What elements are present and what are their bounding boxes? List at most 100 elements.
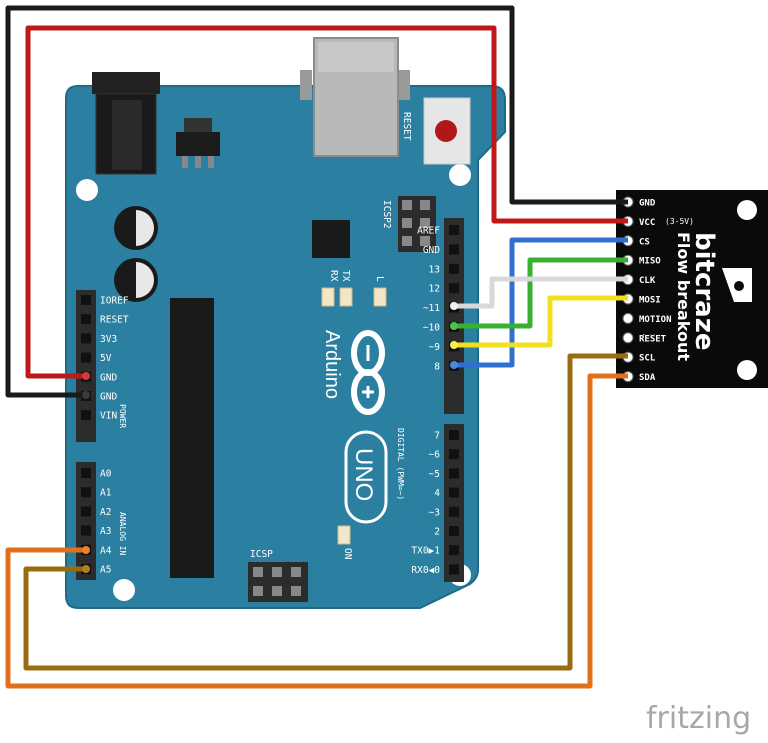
digital-lower-pin-4-label: ~3 [429, 507, 440, 518]
digital-lower-pin-7-pin [449, 564, 459, 575]
breakout-pin-6 [622, 312, 634, 324]
wire-vcc [25, 25, 628, 379]
breakout-pin-label-2: CS [639, 237, 650, 247]
digital-lower-pin-5-pin [449, 526, 459, 536]
breakout-pin-7 [622, 332, 634, 344]
digital-upper-pin-2-label: 13 [429, 264, 440, 275]
wire-cs [454, 237, 628, 368]
breakout-pin-label-9: SDA [639, 373, 656, 383]
breakout-pin-label-3: MISO [639, 257, 661, 267]
status-leds [321, 287, 387, 545]
analog-pin-0-pin [81, 468, 91, 478]
power-pin-6-label: VIN [100, 411, 117, 422]
digital-upper-pin-7-label: 8 [434, 361, 440, 372]
wire-mosi [454, 295, 628, 348]
bitcraze-logo-icon [722, 268, 752, 302]
reset-button[interactable] [423, 97, 471, 165]
usb-connector [300, 37, 410, 157]
uno-badge [344, 430, 388, 524]
analog-pin-0-label: A0 [100, 469, 112, 480]
wire-sda [5, 373, 628, 689]
digital-upper-pin-4-label: ~11 [423, 303, 440, 314]
digital-upper-pin-0-label: AREF [417, 226, 440, 237]
breakout-pin-label-7: RESET [639, 334, 667, 344]
analog-pin-2-label: A2 [100, 507, 111, 518]
wire-gnd [5, 5, 628, 398]
digital-label: DIGITAL (PWM=~) [396, 428, 405, 500]
arduino-name: Arduino [321, 330, 343, 399]
power-pin-3-pin [81, 352, 91, 363]
wire-scl [23, 353, 628, 671]
digital-lower-pin-1-pin [449, 449, 459, 460]
digital-upper-pin-6-label: ~9 [429, 342, 441, 353]
digital-upper-pin-0-pin [449, 225, 459, 235]
arduino-logo [351, 330, 385, 415]
analog-pin-4-label: A4 [100, 545, 112, 556]
power-pin-0-pin [81, 295, 91, 305]
digital-upper-pin-1-pin [449, 244, 459, 255]
digital-header-lower [444, 424, 464, 582]
digital-upper-pin-1-label: GND [423, 245, 440, 256]
breakout-pin-label-5: MOSI [639, 296, 661, 306]
power-pin-0-label: IOREF [100, 296, 129, 307]
l-label: L [374, 276, 385, 282]
analog-pin-5-label: A5 [100, 565, 111, 576]
digital-lower-pin-2-pin [449, 468, 459, 479]
analog-label: ANALOG IN [118, 512, 127, 556]
vcc-note: (3-5V) [665, 217, 694, 226]
on-label: ON [342, 548, 353, 560]
power-pin-3-label: 5V [100, 353, 112, 364]
capacitor-1 [114, 206, 158, 250]
icsp2-label: ICSP2 [381, 200, 392, 229]
breakout-brand: bitcraze [689, 232, 719, 351]
power-pin-4-label: GND [100, 372, 117, 383]
reset-label: RESET [401, 112, 412, 141]
capacitor-2 [114, 258, 158, 302]
wire-clk [454, 276, 628, 309]
power-pin-1-label: RESET [100, 315, 129, 326]
digital-lower-pin-6-pin [449, 545, 459, 556]
power-label: POWER [118, 404, 127, 428]
fritzing-logo: fritzing [646, 701, 751, 736]
power-pin-1-pin [81, 314, 91, 325]
power-pin-5-label: GND [100, 392, 117, 403]
digital-lower-pin-4-pin [449, 506, 459, 517]
digital-lower-pin-3-label: 4 [434, 488, 440, 499]
analog-pin-1-pin [81, 487, 91, 498]
digital-lower-pin-3-pin [449, 487, 459, 498]
power-header [76, 290, 96, 442]
digital-upper-pin-5-label: ~10 [423, 323, 440, 334]
power-pin-2-pin [81, 333, 91, 344]
digital-lower-pin-6-label: TX0▶1 [411, 546, 440, 557]
digital-lower-pin-5-label: 2 [434, 527, 440, 538]
wires [5, 5, 628, 689]
digital-lower-pin-1-label: ~6 [429, 450, 441, 461]
breakout-pin-label-8: SCL [639, 354, 656, 364]
breakout-pin-label-6: MOTION [639, 315, 672, 325]
breakout-product: Flow breakout [674, 232, 693, 361]
flow-breakout-board [616, 190, 768, 388]
usb-chip [312, 220, 350, 258]
digital-upper-pin-2-pin [449, 263, 459, 274]
voltage-regulator [176, 118, 220, 168]
icsp-header [248, 562, 308, 602]
digital-lower-pin-7-label: RX0◀0 [411, 565, 440, 576]
digital-upper-pin-3-label: 12 [429, 284, 440, 295]
analog-pin-3-label: A3 [100, 526, 111, 537]
digital-upper-pin-3-pin [449, 283, 459, 294]
digital-lower-pin-2-label: ~5 [429, 469, 440, 480]
analog-pin-3-pin [81, 525, 91, 536]
analog-pin-1-label: A1 [100, 488, 112, 499]
tx-label: TX [340, 270, 351, 282]
breakout-pin-label-4: CLK [639, 276, 656, 286]
uno-label: UNO [350, 448, 377, 501]
power-pin-6-pin [81, 410, 91, 421]
analog-pin-2-pin [81, 506, 91, 517]
icsp2-header [398, 196, 436, 252]
atmega-chip [170, 298, 214, 578]
power-jack [92, 72, 160, 175]
icsp-label: ICSP [250, 549, 273, 560]
breakout-pin-label-1: VCC [639, 218, 655, 228]
power-pin-2-label: 3V3 [100, 334, 117, 345]
